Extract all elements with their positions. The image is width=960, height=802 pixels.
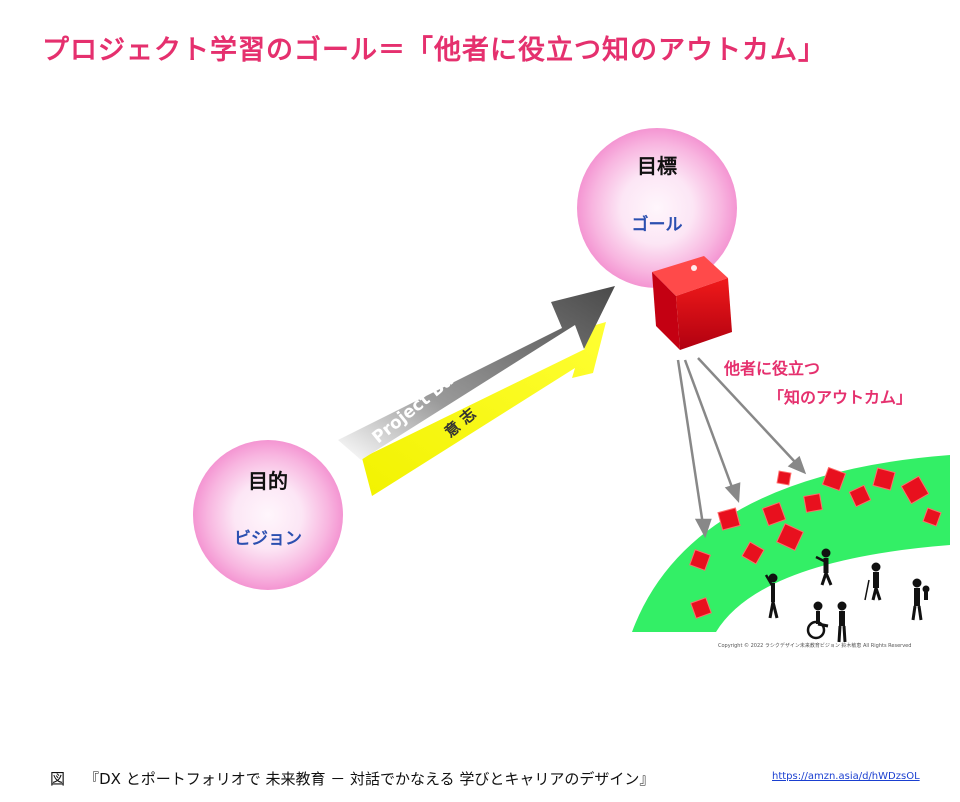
person-standing-icon [837,601,847,643]
caption-text: 『DX とポートフォリオで 未来教育 － 対話でかなえる 学びとキャリアのデザイ… [84,770,655,788]
people-icons [764,548,930,643]
purpose-title: 目的 [248,469,288,493]
purpose-sphere [193,440,343,590]
person-cheering-icon [764,573,779,619]
purpose-subtitle: ビジョン [234,529,302,549]
goal-subtitle: ゴール [631,215,683,235]
pbl-arrow [338,286,615,460]
distribution-arrows [676,357,807,539]
small-cubes [689,466,942,619]
person-waving-icon [815,548,833,586]
caption-prefix: 図 [50,770,66,788]
goal-sphere [577,128,737,288]
figure-caption: 図 『DX とポートフォリオで 未来教育 － 対話でかなえる 学びとキャリアのデ… [50,768,654,789]
goal-title: 目標 [637,154,677,178]
book-link[interactable]: https://amzn.asia/d/hWDzsOL [772,771,920,782]
outcome-cube [652,256,732,350]
wheelchair-user-icon [806,601,829,640]
copyright-notice: Copyright © 2022 ラシクデザイン未来教育ビジョン 鈴木敏恵 Al… [718,643,912,649]
page-title: プロジェクト学習のゴール＝「他者に役立つ知のアウトカム」 [42,35,826,66]
parent-with-child-icon [911,578,930,621]
outcome-label-line1: 他者に役立つ [724,359,821,378]
outcome-label-line2: 「知のアウトカム」 [768,388,913,407]
will-arrow [362,322,606,496]
elderly-person-icon [864,562,882,601]
